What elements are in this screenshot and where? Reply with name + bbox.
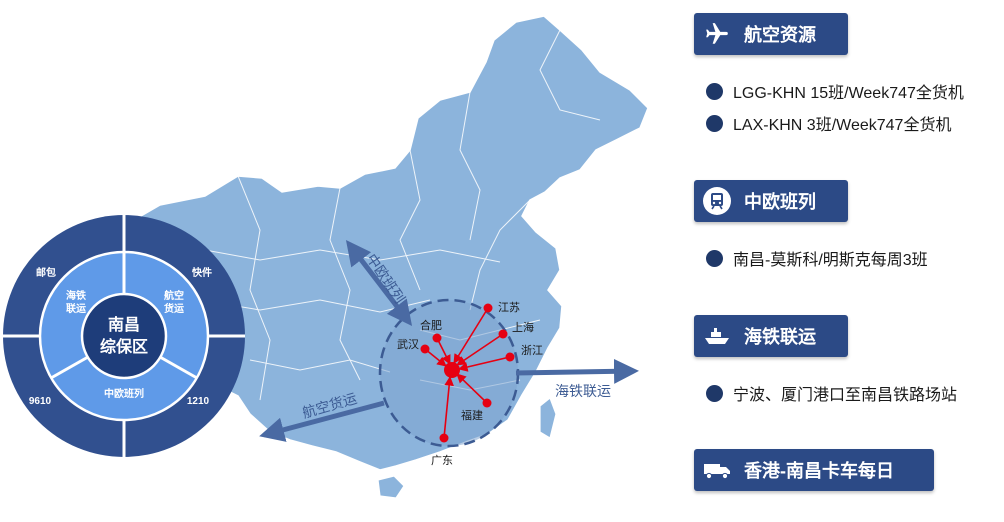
airplane-icon xyxy=(700,17,734,51)
bullet-dot xyxy=(706,384,723,402)
rail-route-arrow xyxy=(345,240,413,326)
section-title-truck: 香港-南昌卡车每日 xyxy=(744,461,894,481)
bullet-rail-1: 南昌-莫斯科/明斯克每周3班 xyxy=(706,246,928,270)
hub-center-line2: 综保区 xyxy=(100,337,148,356)
sea-rail-route-arrow xyxy=(515,358,639,384)
hub-inner-label-air-1: 航空 xyxy=(164,289,184,302)
section-header-rail: 中欧班列 xyxy=(694,180,848,222)
city-dot-jiangsu xyxy=(483,303,493,313)
hainan-island xyxy=(377,475,405,499)
city-label-zhejiang: 浙江 xyxy=(521,344,543,357)
ship-icon xyxy=(700,319,734,353)
route-label-sea-rail: 海铁联运 xyxy=(555,383,611,399)
bullet-dot xyxy=(706,82,723,100)
section-title-air: 航空资源 xyxy=(744,25,816,45)
city-dot-shanghai xyxy=(498,329,508,339)
hub-inner-label-sea-rail-2: 联运 xyxy=(66,302,86,315)
section-header-air: 航空资源 xyxy=(694,13,848,55)
city-dot-hefei xyxy=(432,333,442,343)
hub-outer-label-1210: 1210 xyxy=(187,396,210,407)
air-route-arrow xyxy=(259,400,385,442)
city-dots xyxy=(420,303,515,443)
feeder-routes xyxy=(424,307,511,439)
section-header-sea-rail: 海铁联运 xyxy=(694,315,848,357)
train-icon xyxy=(700,184,734,218)
bullet-sea-rail-1: 宁波、厦门港口至南昌铁路场站 xyxy=(706,381,957,405)
city-label-shanghai: 上海 xyxy=(512,320,534,334)
taiwan-island xyxy=(539,397,557,439)
hub-center-line1: 南昌 xyxy=(108,315,140,334)
hub-ring-diagram xyxy=(3,215,245,457)
hub-inner-label-china-europe-rail: 中欧班列 xyxy=(104,387,144,400)
bullet-text: LGG-KHN 15班/Week747全货机 xyxy=(733,85,964,102)
city-label-fujian: 福建 xyxy=(461,408,483,422)
city-label-hefei: 合肥 xyxy=(420,318,442,332)
bullet-text: 南昌-莫斯科/明斯克每周3班 xyxy=(733,252,928,269)
section-header-truck: 香港-南昌卡车每日 xyxy=(694,449,934,491)
hub-inner-label-sea-rail-1: 海铁 xyxy=(66,289,86,302)
city-label-jiangsu: 江苏 xyxy=(498,301,520,314)
bullet-dot xyxy=(706,249,723,267)
city-dot-wuhan xyxy=(420,344,430,354)
section-title-rail: 中欧班列 xyxy=(744,192,816,212)
hub-inner-label-air-2: 货运 xyxy=(164,302,184,315)
city-label-guangdong: 广东 xyxy=(431,454,453,467)
hub-outer-label-mail: 邮包 xyxy=(36,266,56,279)
bullet-text: 宁波、厦门港口至南昌铁路场站 xyxy=(733,387,958,404)
section-title-sea-rail: 海铁联运 xyxy=(744,327,816,347)
bullet-text: LAX-KHN 3班/Week747全货机 xyxy=(733,117,952,134)
city-dot-zhejiang xyxy=(505,352,515,362)
bullet-air-1: LGG-KHN 15班/Week747全货机 xyxy=(706,79,964,103)
bullet-air-2: LAX-KHN 3班/Week747全货机 xyxy=(706,111,951,135)
city-label-wuhan: 武汉 xyxy=(397,338,419,351)
city-dot-fujian xyxy=(482,398,492,408)
city-dot-guangdong xyxy=(439,433,449,443)
hub-outer-label-9610: 9610 xyxy=(29,396,52,407)
bullet-dot xyxy=(706,114,723,132)
truck-icon xyxy=(700,453,734,487)
city-dot-nanchang xyxy=(444,362,460,378)
hub-outer-label-express: 快件 xyxy=(191,266,212,279)
